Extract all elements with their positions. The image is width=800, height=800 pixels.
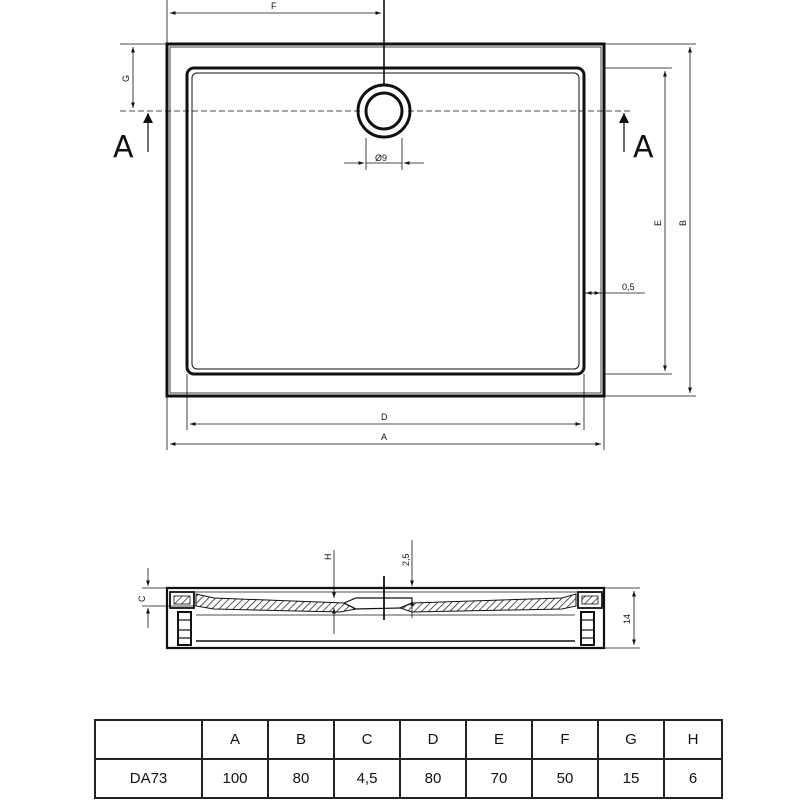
section-mark-right: A: [619, 113, 654, 165]
dim-label-a: A: [381, 432, 387, 442]
dimension-g: G: [120, 43, 630, 112]
dim-label-h: H: [323, 554, 333, 561]
section-mark-left: A: [113, 113, 153, 165]
spec-header-f: F: [531, 719, 599, 760]
spec-header-h: H: [663, 719, 723, 760]
drain-inner-circle: [364, 91, 404, 131]
dim-label-height: 14: [622, 614, 632, 624]
tray-basin-outline: [185, 66, 586, 376]
section-drain-sump: [342, 597, 413, 610]
tray-outer-rim-line: [169, 46, 602, 394]
spec-header-a: A: [201, 719, 269, 760]
dimension-depth: 2,5: [401, 540, 414, 618]
section-outer-shell: [165, 586, 606, 650]
tray-outer-outline: [165, 42, 606, 398]
dimension-d: D: [186, 374, 585, 430]
spec-cell-e: 70: [465, 758, 533, 799]
spec-table-row: DA73 100 80 4,5 80 70 50 15 6: [94, 758, 723, 799]
spec-header-d: D: [399, 719, 467, 760]
spec-header-c: C: [333, 719, 401, 760]
section-label-left: A: [113, 130, 134, 165]
spec-table-header-row: A B C D E F G H: [94, 719, 723, 760]
spec-header-model: [94, 719, 203, 760]
spec-table: A B C D E F G H DA73 100 80 4,5 80 70 50…: [94, 719, 723, 799]
plan-view: F G A A Ø9: [113, 0, 696, 450]
dim-label-c: C: [137, 595, 147, 602]
spec-cell-c: 4,5: [333, 758, 401, 799]
spec-cell-a: 100: [201, 758, 269, 799]
dim-label-d: D: [381, 412, 388, 422]
spec-cell-h: 6: [663, 758, 723, 799]
section-right-foot: [577, 591, 603, 646]
section-label-right: A: [633, 130, 654, 165]
dimension-rim: 0,5: [584, 282, 645, 295]
spec-cell-g: 15: [597, 758, 665, 799]
dim-label-drain: Ø9: [375, 153, 387, 163]
spec-header-g: G: [597, 719, 665, 760]
dim-label-rim: 0,5: [622, 282, 635, 292]
spec-cell-model: DA73: [94, 758, 203, 799]
dim-label-g: G: [121, 75, 131, 82]
spec-header-e: E: [465, 719, 533, 760]
section-hatch-right: [398, 593, 577, 613]
dimension-b: B: [604, 43, 696, 397]
tray-basin-inner-line: [191, 72, 580, 370]
spec-header-b: B: [267, 719, 335, 760]
dimension-f: F: [166, 0, 385, 86]
dimension-drain: Ø9: [344, 138, 424, 170]
spec-cell-b: 80: [267, 758, 335, 799]
dimension-e: E: [604, 67, 672, 375]
dimension-c: C: [137, 568, 196, 628]
section-hatch-left: [195, 593, 358, 613]
dimension-h: H: [323, 550, 336, 634]
dim-label-e: E: [653, 220, 663, 226]
section-left-foot: [169, 591, 195, 646]
dimension-a: A: [166, 396, 605, 450]
dim-label-f: F: [271, 1, 277, 11]
dimension-height: 14: [604, 587, 640, 649]
spec-cell-f: 50: [531, 758, 599, 799]
section-view: C H 2,5 14: [137, 540, 640, 650]
dim-label-b: B: [678, 220, 688, 226]
dim-label-depth: 2,5: [401, 553, 411, 566]
spec-cell-d: 80: [399, 758, 467, 799]
